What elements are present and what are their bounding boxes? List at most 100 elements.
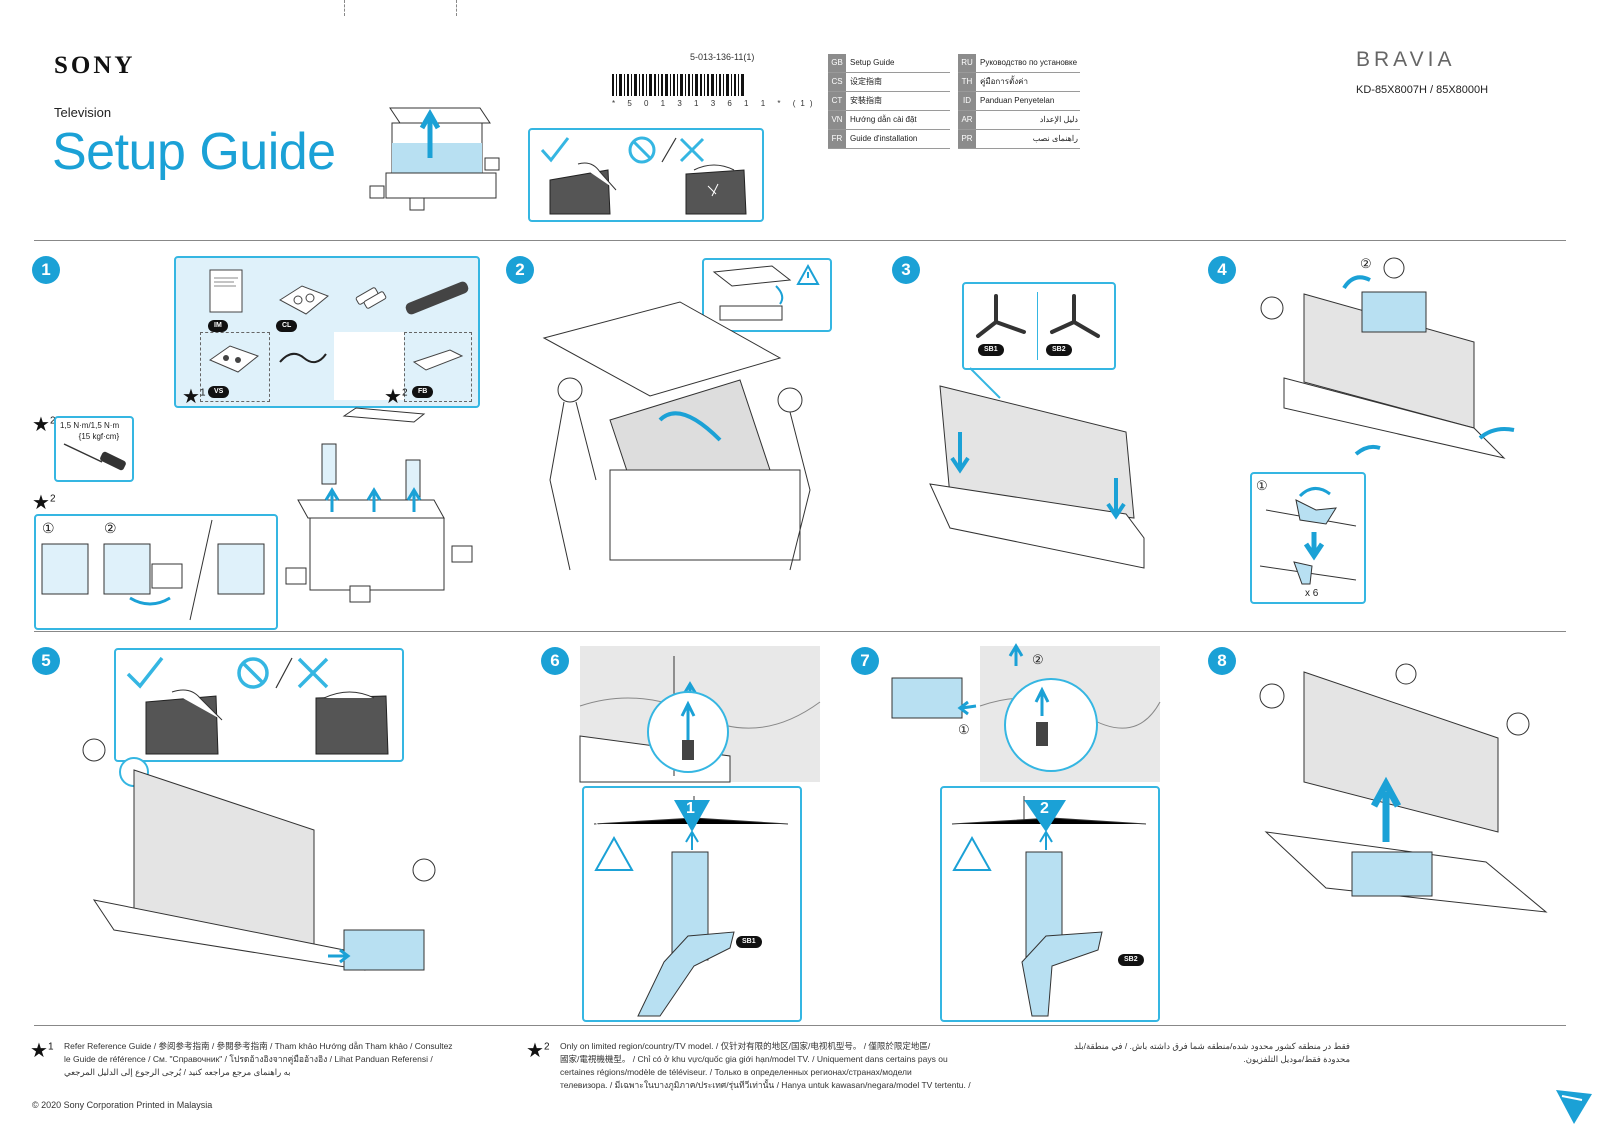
divider [34,1025,1566,1026]
correct-grip-illustration [549,162,617,215]
zoom-callout [647,691,729,773]
part-number: 5-013-136-11(1) [690,52,755,62]
document-type: Television [54,105,112,120]
step-number: 5 [32,647,60,675]
cross-icon [679,137,705,163]
footnote-limited-region: Only on limited region/country/TV model.… [560,1041,971,1090]
part-label-sb1: SB1 [978,344,1004,356]
footnote-marker: ★2 [32,414,56,436]
batteries-icon [355,287,387,309]
slash-icon [661,137,677,163]
substep-marker: ① [958,722,970,737]
part-label-fb: FB [412,386,434,398]
repeat-count: x 6 [1305,588,1319,599]
stand-sb1-icon [976,294,1026,338]
stand-parts-box-illustration [285,407,473,603]
divider [34,631,1566,632]
optional-accessory-frame [404,332,472,402]
zoom-callout [1004,678,1098,772]
sony-logo: SONY [54,52,136,79]
slash-icon [275,657,293,689]
barcode-number: * 5 0 1 3 1 3 6 1 1 * (1) [612,99,818,108]
footnote-marker: ★2 [384,386,408,408]
recycle-arrow-icon [1556,1090,1592,1124]
cross-icon [297,657,329,689]
divider [34,240,1566,241]
step-number: 7 [851,647,879,675]
step-badge: 2 [1040,800,1049,817]
page-title: Setup Guide [52,123,336,181]
substep-marker: ② [104,520,117,536]
remove-box-illustration [542,301,811,571]
footnote-marker: ★1 [182,386,206,408]
footnote-marker: ★2 [526,1040,550,1062]
bracket-attach-illustration [41,519,265,621]
power-cord-icon [279,352,327,364]
optional-accessory-frame [200,332,270,402]
part-label-vs: VS [208,386,230,398]
prohibited-icon [237,657,269,689]
prohibited-icon [628,136,656,164]
vesa-spacer-icon [208,345,260,373]
divider [1037,292,1038,360]
model-number: KD-85X8007H / 85X8000H [1356,84,1489,96]
torque-box [54,416,134,482]
part-label-sb2: SB2 [1046,344,1072,356]
step-badge: 1 [686,800,695,817]
correct-grip-illustration [145,689,223,755]
stand-sb1-detail [593,796,789,1017]
step-number: 2 [506,256,534,284]
bravia-logo: BRAVIA [1356,48,1456,71]
substep-marker: ② [1032,652,1044,667]
substep-marker: ① [1256,478,1268,493]
cable-clip-icon [279,285,329,315]
remote-control-icon [405,281,469,315]
incorrect-grip-illustration [685,164,747,215]
barcode [612,74,744,96]
warning-triangle-icon [796,263,820,285]
torque-spec: 1,5 N·m/1,5 N·m {15 kgf·cm} [60,421,120,441]
part-label-sb2: SB2 [1118,954,1144,966]
fold-mark [456,0,458,16]
remove-cushion-illustration [1260,257,1515,459]
step-number: 1 [32,256,60,284]
footnote-reference-guide: Refer Reference Guide / 参阅参考指南 / 參閱參考指南 … [64,1041,453,1077]
footnote-marker: ★2 [32,492,56,514]
substep-marker: ② [1360,256,1372,271]
fold-mark [344,0,346,16]
tv-in-box-illustration [929,367,1145,569]
place-on-stand-illustration [1259,663,1548,913]
clip-release-illustration [1259,487,1357,585]
part-label-sb1: SB1 [736,936,762,948]
footnote-marker: ★1 [30,1040,54,1062]
stand-sb2-detail [951,796,1147,1017]
manual-icon [209,269,243,313]
step-number: 6 [541,647,569,675]
substep-marker: ① [42,520,55,536]
part-label-im: IM [208,320,228,332]
part-label-cl: CL [276,320,298,332]
accessory-gap [334,332,404,400]
check-mark-icon [540,137,570,163]
screwdriver-icon [63,443,126,471]
step-number: 4 [1208,256,1236,284]
footnote-limited-region-rtl: فقط در منطقه کشور محدود شده/منطقه شما فر… [1074,1041,1350,1064]
fixing-bracket-icon [412,349,464,371]
lift-tv-illustration [82,738,436,971]
step-number: 8 [1208,647,1236,675]
check-mark-icon [126,656,164,689]
stand-sb2-icon [1050,294,1100,338]
lid-caution-illustration [712,265,792,321]
unboxing-illustration [369,107,500,211]
incorrect-grip-illustration [315,691,389,755]
